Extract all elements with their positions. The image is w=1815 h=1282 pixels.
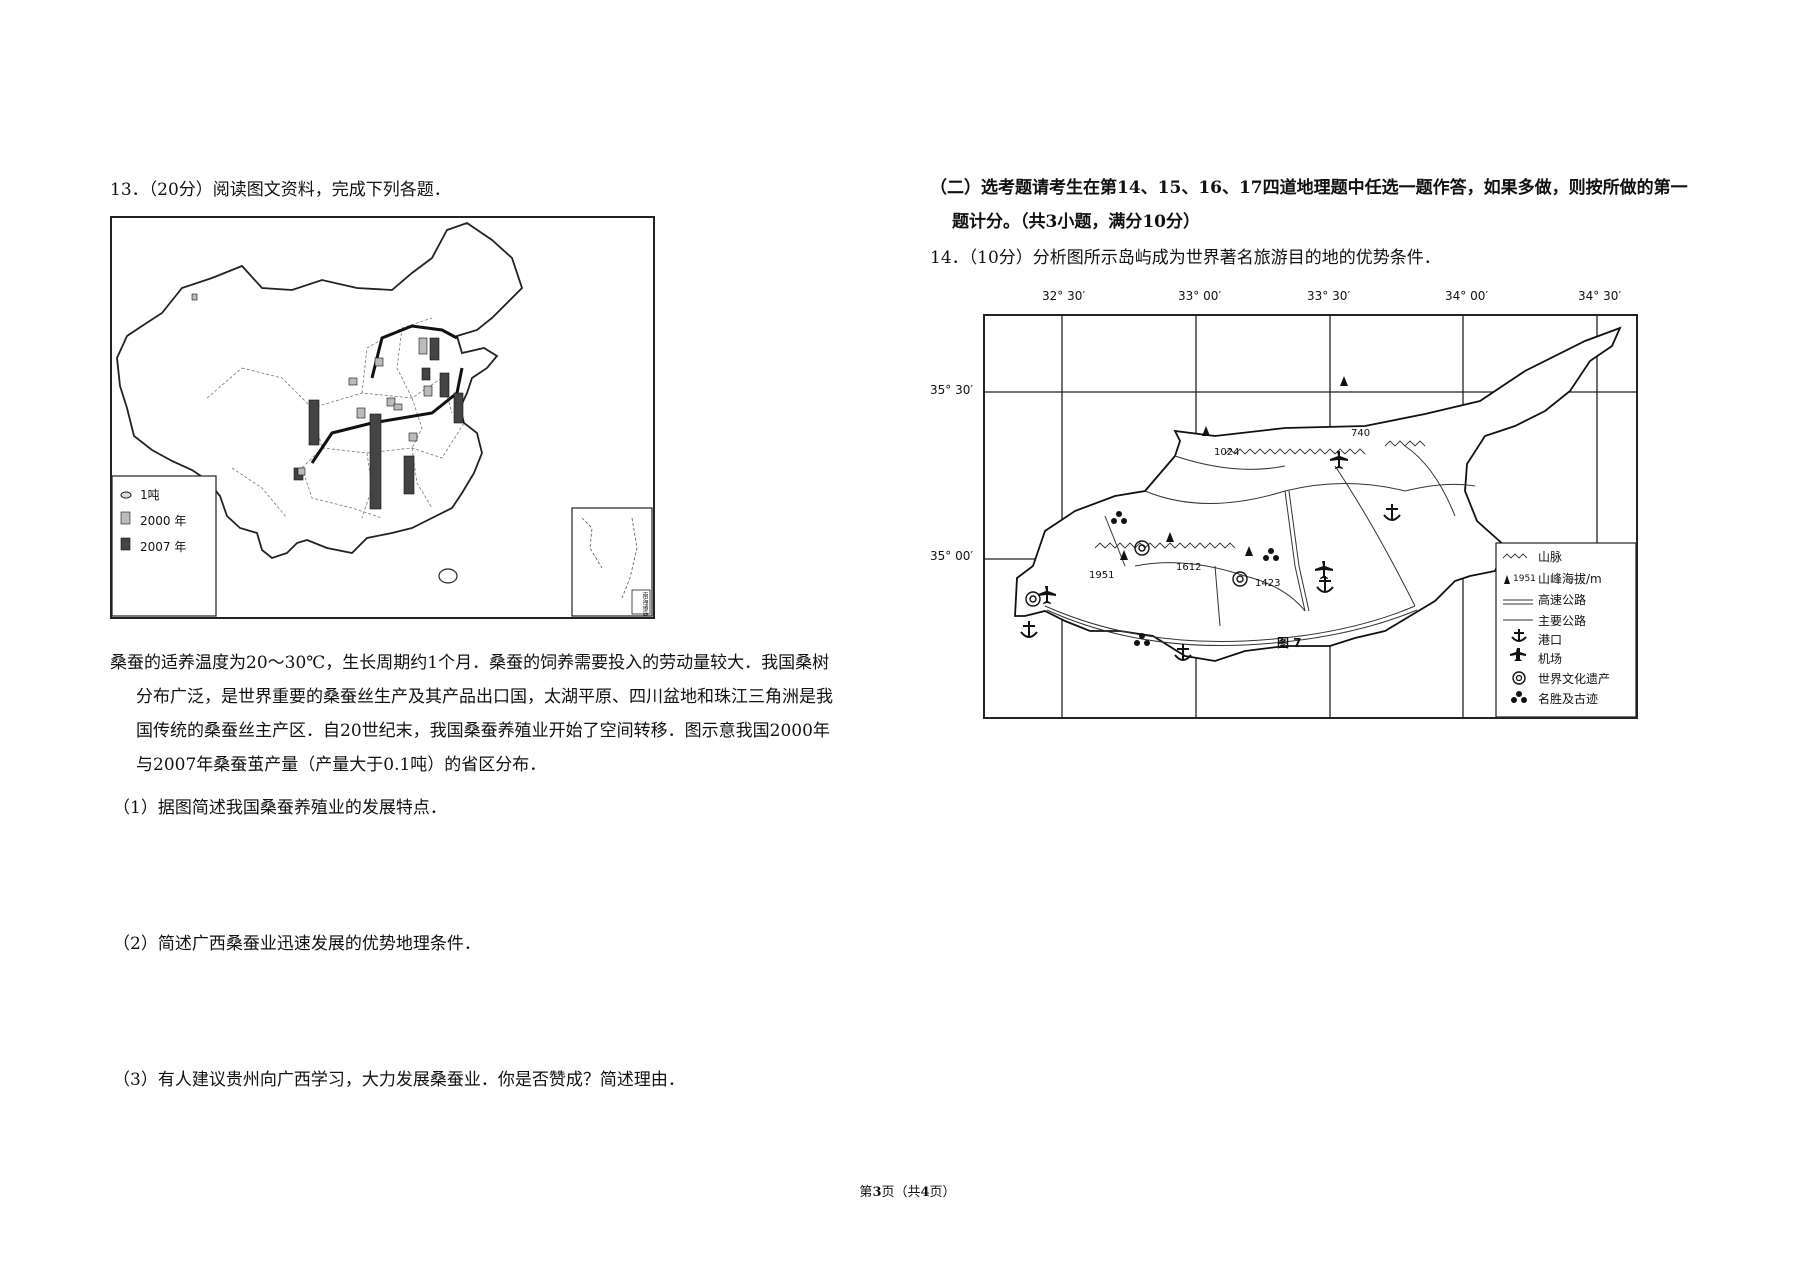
passage-line-4: 与2007年桑蚕茧产量（产量大于0.1吨）的省区分布．	[136, 755, 547, 775]
lat-label-2: 35° 00′	[930, 549, 974, 563]
legend-main-road-label: 主要公路	[1538, 614, 1587, 628]
section2-line1: （二）选考题请考生在第14、15、16、17四道地理题中任选一题作答，如果多做，…	[930, 178, 1688, 198]
q13-sub3: （3）有人建议贵州向广西学习，大力发展桑蚕业．你是否赞成？简述理由．	[113, 1070, 685, 1090]
peak-1612: 1612	[1176, 562, 1202, 573]
peak-740: 740	[1351, 428, 1371, 439]
legend-one-ton: 1吨	[140, 488, 160, 502]
peak-1423: 1423	[1255, 578, 1281, 589]
page-number: 3	[872, 1185, 882, 1200]
inset-label: 南海诸岛	[641, 592, 648, 616]
q13-sub1: （1）据图简述我国桑蚕养殖业的发展特点．	[113, 798, 447, 818]
page-post: 页）	[929, 1185, 956, 1200]
legend-port-label: 港口	[1538, 633, 1563, 647]
q14-title: 14．（10分）分析图所示岛屿成为世界著名旅游目的地的优势条件．	[930, 248, 1441, 268]
page-total: 4	[920, 1185, 930, 1200]
fig-label: 图 7	[1277, 636, 1302, 650]
legend-airport-label: 机场	[1538, 652, 1563, 666]
passage-line-2: 分布广泛，是世界重要的桑蚕丝生产及其产品出口国，太湖平原、四川盆地和珠江三角洲是…	[136, 687, 833, 707]
lon-label-5: 34° 30′	[1578, 289, 1622, 303]
q13-passage: 桑蚕的适养温度为20～30℃，生长周期约1个月．桑蚕的饲养需要投入的劳动量较大．…	[110, 646, 910, 782]
page-footer: 第3页（共4页）	[0, 1181, 1815, 1200]
legend-heritage-label: 世界文化遗产	[1538, 672, 1611, 686]
legend-peak-label: 山峰海拔/m	[1538, 572, 1602, 586]
legend-expressway-label: 高速公路	[1538, 593, 1587, 607]
section2-line2: 题计分。（共3小题，满分10分）	[952, 212, 1200, 232]
q13-title: 13．（20分）阅读图文资料，完成下列各题．	[110, 180, 451, 200]
passage-line-1: 桑蚕的适养温度为20～30℃，生长周期约1个月．桑蚕的饲养需要投入的劳动量较大．…	[110, 653, 830, 673]
passage-line-3: 国传统的桑蚕丝主产区．自20世纪末，我国桑蚕养殖业开始了空间转移．图示意我国20…	[136, 721, 830, 741]
peak-1024: 1024	[1214, 447, 1240, 458]
lon-label-4: 34° 00′	[1445, 289, 1489, 303]
page-mid: 页（共	[881, 1185, 921, 1200]
legend-peak-sample: 1951	[1513, 574, 1536, 584]
legend-2000: 2000 年	[140, 514, 187, 528]
island-map: 1024 740 1951 1612 1423 图 7 山脉 1951 山峰海拔…	[983, 314, 1638, 719]
page-pre: 第	[859, 1185, 873, 1200]
china-silkworm-map: 1吨 2000 年 2007 年 南海诸岛	[110, 216, 655, 619]
legend-historic-label: 名胜及古迹	[1538, 692, 1599, 706]
lon-label-3: 33° 30′	[1307, 289, 1351, 303]
china-map-graphic	[112, 222, 653, 617]
lon-label-2: 33° 00′	[1178, 289, 1222, 303]
lon-label-1: 32° 30′	[1042, 289, 1086, 303]
legend-2007: 2007 年	[140, 540, 187, 554]
peak-1951: 1951	[1089, 570, 1115, 581]
lat-label-1: 35° 30′	[930, 383, 974, 397]
island-map-graphic	[985, 316, 1636, 717]
q13-sub2: （2）简述广西桑蚕业迅速发展的优势地理条件．	[113, 934, 481, 954]
legend-mountain-label: 山脉	[1538, 550, 1563, 564]
